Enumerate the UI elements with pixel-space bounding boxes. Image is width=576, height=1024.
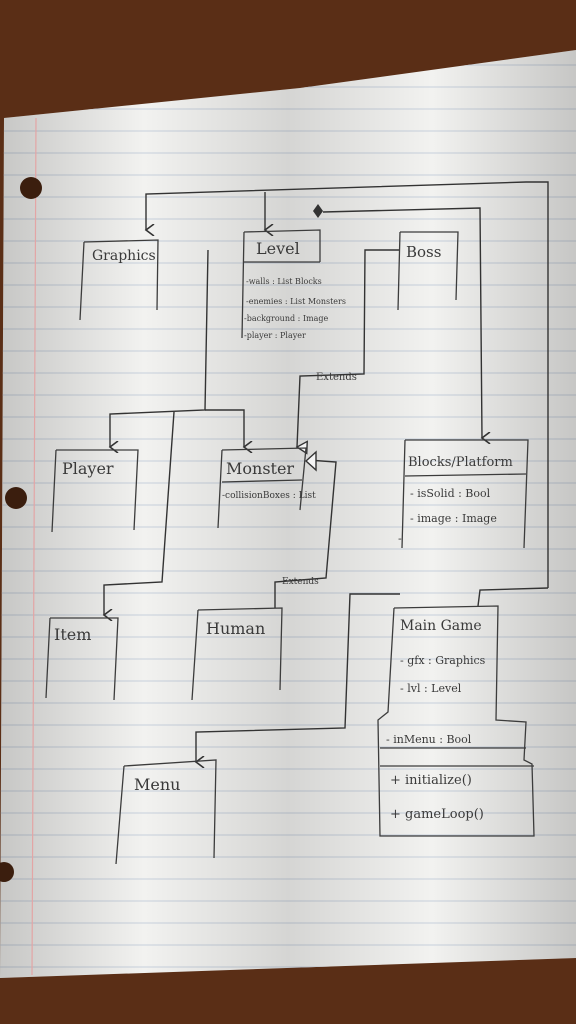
- class-monster-box: [217, 447, 307, 529]
- class-name: Blocks/Platform: [408, 455, 513, 470]
- class-attribute: -background : Image: [244, 314, 329, 323]
- class-menu-box: [115, 759, 217, 865]
- binder-hole: [20, 177, 42, 199]
- class-attribute: - lvl : Level: [400, 682, 462, 695]
- class-item-box: [45, 617, 119, 701]
- class-method: + gameLoop(): [390, 807, 484, 822]
- connector-maingame-graphics: [146, 181, 549, 588]
- class-method: + initialize(): [390, 773, 472, 788]
- class-attribute: - inMenu : Bool: [386, 733, 472, 746]
- class-attribute: -: [398, 532, 402, 545]
- labels: Graphics Level -walls : List Blocks -ene…: [54, 239, 513, 822]
- binder-hole: [0, 862, 14, 882]
- connector-human-monster: [274, 459, 337, 608]
- connector-level-blocks: [322, 207, 482, 438]
- paper-sheet: [0, 50, 576, 978]
- class-name: Menu: [134, 775, 180, 794]
- connector-maingame-menu: [196, 593, 400, 762]
- connector-level-player: [110, 249, 209, 447]
- class-name: Level: [256, 239, 300, 258]
- class-attribute: -walls : List Blocks: [246, 277, 322, 286]
- class-name: Item: [54, 625, 91, 644]
- class-graphics-box: [79, 239, 159, 321]
- class-name: Monster: [226, 459, 294, 478]
- composition-diamond: [313, 204, 323, 218]
- class-attribute: -enemies : List Monsters: [246, 297, 346, 306]
- class-name: Player: [62, 459, 114, 478]
- class-attribute: -collisionBoxes : List: [222, 491, 316, 501]
- connectors: [104, 181, 549, 762]
- binder-hole: [5, 487, 27, 509]
- connector-blocks-maingame: [477, 587, 549, 607]
- class-name: Graphics: [92, 248, 156, 264]
- class-human-box: [191, 607, 283, 701]
- class-level-box: [241, 229, 321, 339]
- relation-label: Extends: [282, 577, 319, 587]
- connector-level-monster: [205, 409, 244, 447]
- class-maingame-box: [377, 605, 535, 837]
- class-attribute: - image : Image: [410, 512, 497, 525]
- class-blocks-box: [401, 439, 529, 549]
- class-name: Human: [206, 619, 265, 638]
- connector-boss-monster: [297, 249, 399, 447]
- class-player-box: [51, 449, 139, 533]
- class-attribute: -player : Player: [244, 331, 306, 340]
- class-name: Main Game: [400, 618, 482, 634]
- relation-label: Extends: [316, 372, 357, 383]
- boxes: [45, 229, 535, 865]
- class-name: Boss: [406, 243, 441, 261]
- class-attribute: - isSolid : Bool: [410, 487, 491, 500]
- class-attribute: - gfx : Graphics: [400, 654, 486, 667]
- connector-level-item: [104, 411, 175, 615]
- class-boss-box: [397, 231, 459, 311]
